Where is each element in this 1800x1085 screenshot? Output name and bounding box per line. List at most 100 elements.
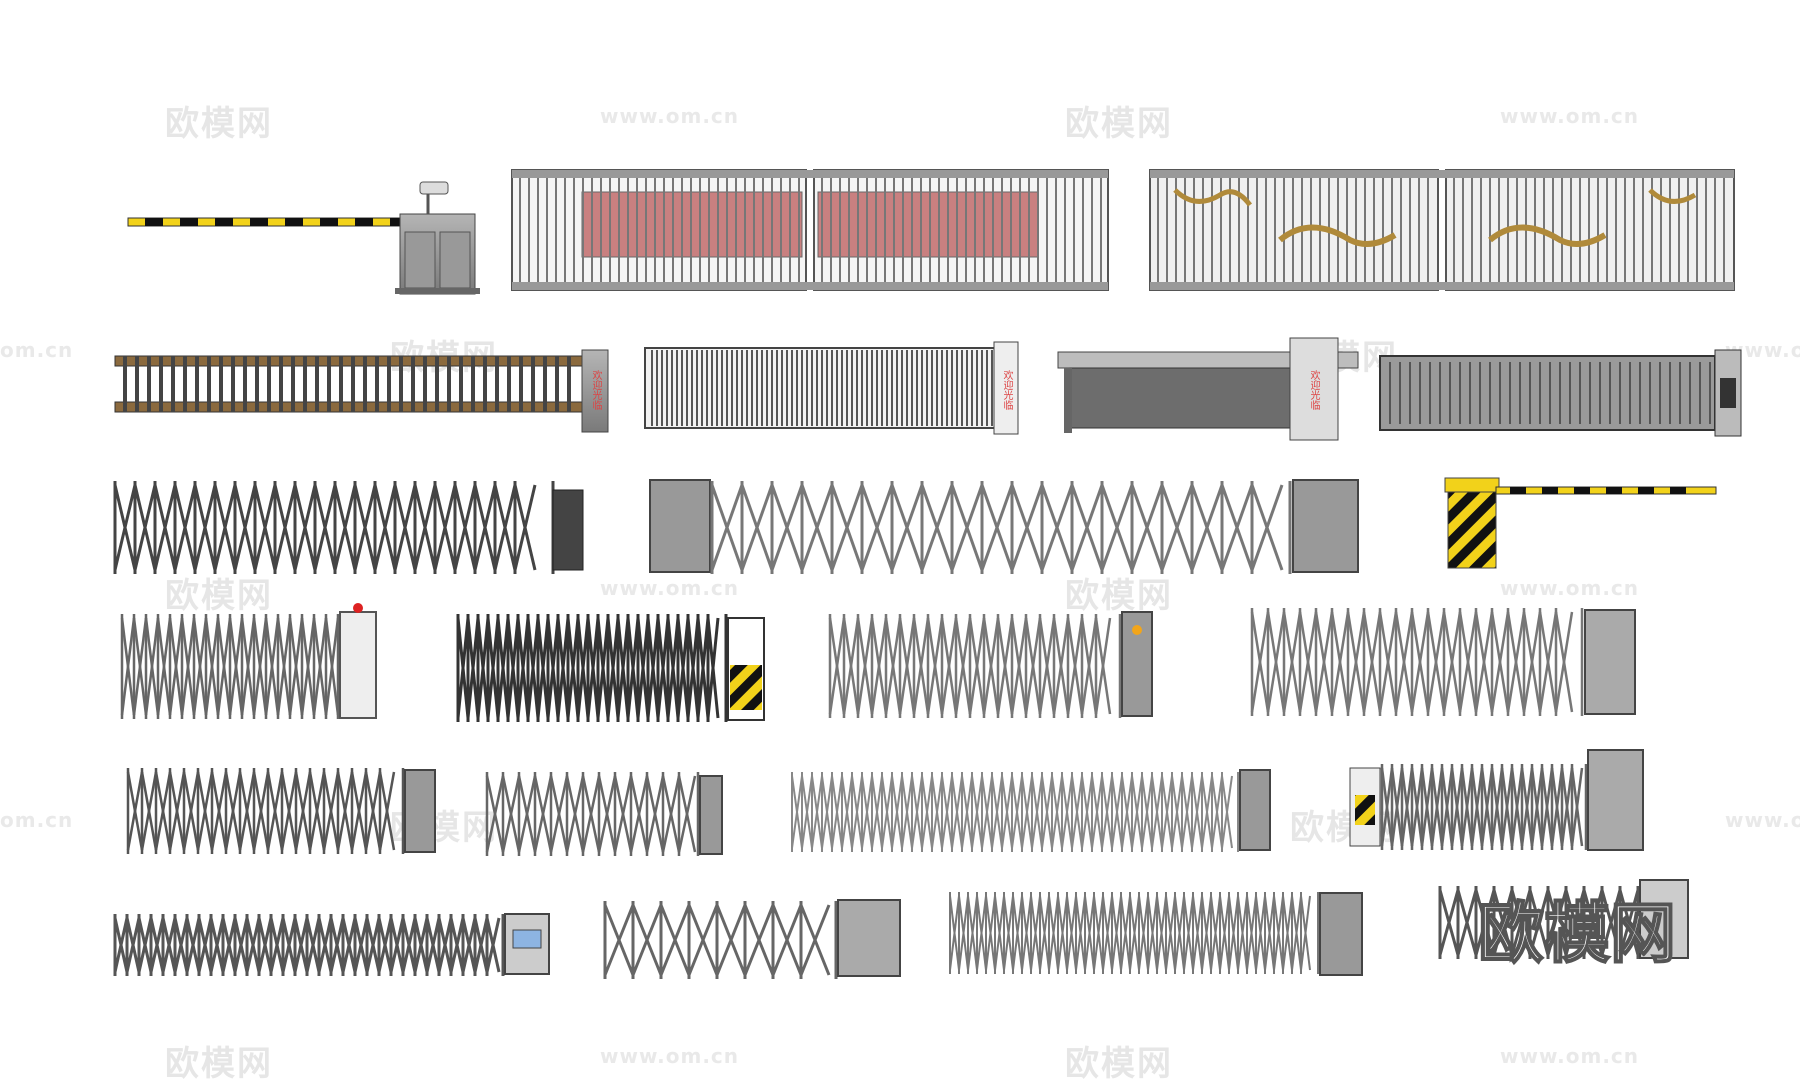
gate-bar: [1030, 895, 1041, 971]
gate-bar: [336, 771, 354, 851]
gate-bar: [1420, 767, 1434, 847]
gate-bar: [1129, 895, 1140, 971]
gate-bar: [1330, 611, 1350, 713]
gate-bar: [125, 917, 141, 973]
gate-bar: [293, 917, 309, 973]
gate-bar: [616, 617, 630, 719]
sliding-gate-icon: [644, 341, 1019, 435]
gate-bar: [1246, 895, 1257, 971]
gate-bar: [312, 617, 328, 716]
retractable-gate-icon: [113, 481, 584, 574]
gate-bar: [197, 917, 213, 973]
gate-bar: [173, 917, 189, 973]
gate-bar: [1131, 775, 1143, 849]
gate-bar: [920, 484, 954, 571]
gate-bar: [485, 775, 505, 853]
gate-bar: [1362, 611, 1382, 713]
gate-bar: [161, 917, 177, 973]
gate-bar: [1052, 617, 1070, 715]
gate-bar: [1538, 611, 1558, 713]
gate-bar: [486, 617, 500, 719]
gate-bar: [1390, 767, 1404, 847]
gate-bar: [968, 617, 986, 715]
gate-bar: [1071, 775, 1083, 849]
gate-bar: [890, 484, 924, 571]
gate-bar: [276, 617, 292, 716]
sliding-gate-icon: [114, 349, 609, 433]
gate-bar: [1181, 775, 1193, 849]
gate-bar: [192, 617, 208, 716]
gate-bar: [221, 917, 237, 973]
watermark-url: om.cn: [0, 808, 74, 832]
gate-bar: [1442, 611, 1462, 713]
watermark-url: www.om.cn: [1500, 1044, 1640, 1068]
gate-bar: [926, 617, 944, 715]
gate-bar: [710, 484, 744, 571]
gate-bar: [533, 775, 553, 853]
gate-bar: [516, 617, 530, 719]
watermark-brand: 欧模网: [165, 576, 273, 616]
gate-bar: [252, 617, 268, 716]
gate-bar: [686, 617, 700, 719]
gate-bar: [941, 775, 953, 849]
gate-bar: [126, 771, 144, 851]
welcome-sign: 欢迎光临: [590, 370, 601, 410]
barrier-gate-icon: [1444, 477, 1717, 569]
gate-bar: [1458, 611, 1478, 713]
gate-bar: [185, 917, 201, 973]
gate-bar: [1550, 767, 1564, 847]
retractable-gate-icon: [1349, 749, 1644, 851]
gate-bar: [921, 775, 933, 849]
gate-bar: [613, 775, 633, 853]
gate-bar: [1061, 775, 1073, 849]
gate-bar: [233, 484, 257, 571]
gate-bar: [629, 775, 649, 853]
gate-bar: [1038, 617, 1056, 715]
gate-bar: [661, 775, 681, 853]
gate-bar: [149, 917, 165, 973]
retractable-gate-icon: [1438, 879, 1689, 959]
gate-bar: [513, 484, 537, 571]
gate-bar: [1250, 611, 1270, 713]
gate-bar: [1346, 611, 1366, 713]
gate-bar: [433, 484, 457, 571]
gate-bar: [1291, 895, 1302, 971]
gate-bar: [1554, 611, 1574, 713]
gate-bar: [994, 895, 1005, 971]
gate-bar: [976, 895, 987, 971]
gate-bar: [1528, 889, 1550, 956]
gate-bar: [1522, 611, 1542, 713]
gate-bar: [898, 617, 916, 715]
gate-bar: [238, 771, 256, 851]
gate-bar: [871, 775, 883, 849]
gate-bar: [971, 775, 983, 849]
gate-bar: [373, 484, 397, 571]
gate-bar: [1470, 767, 1484, 847]
gate-bar: [1048, 895, 1059, 971]
gate-bar: [958, 895, 969, 971]
gate-bar: [517, 775, 537, 853]
gate-bar: [1219, 895, 1230, 971]
gate-bar: [636, 617, 650, 719]
gate-bar: [473, 484, 497, 571]
retractable-gate-icon: [828, 611, 1153, 718]
gate-bar: [1456, 889, 1478, 956]
gate-bar: [791, 775, 803, 849]
gate-bar: [153, 484, 177, 571]
gate-bar: [137, 917, 153, 973]
retractable-gate-icon: [603, 899, 901, 979]
barrier-gate-icon: [127, 181, 480, 295]
gate-bar: [294, 771, 312, 851]
gate-bar: [1100, 484, 1134, 571]
gate-bar: [800, 484, 834, 571]
gate-bar: [113, 917, 129, 973]
gate-bar: [210, 771, 228, 851]
gate-bar: [1094, 617, 1112, 715]
gate-bar: [1506, 611, 1526, 713]
gate-bar: [1021, 775, 1033, 849]
gate-bar: [425, 917, 441, 973]
gate-bar: [821, 775, 833, 849]
gate-bar: [1618, 889, 1640, 956]
gate-bar: [980, 484, 1014, 571]
